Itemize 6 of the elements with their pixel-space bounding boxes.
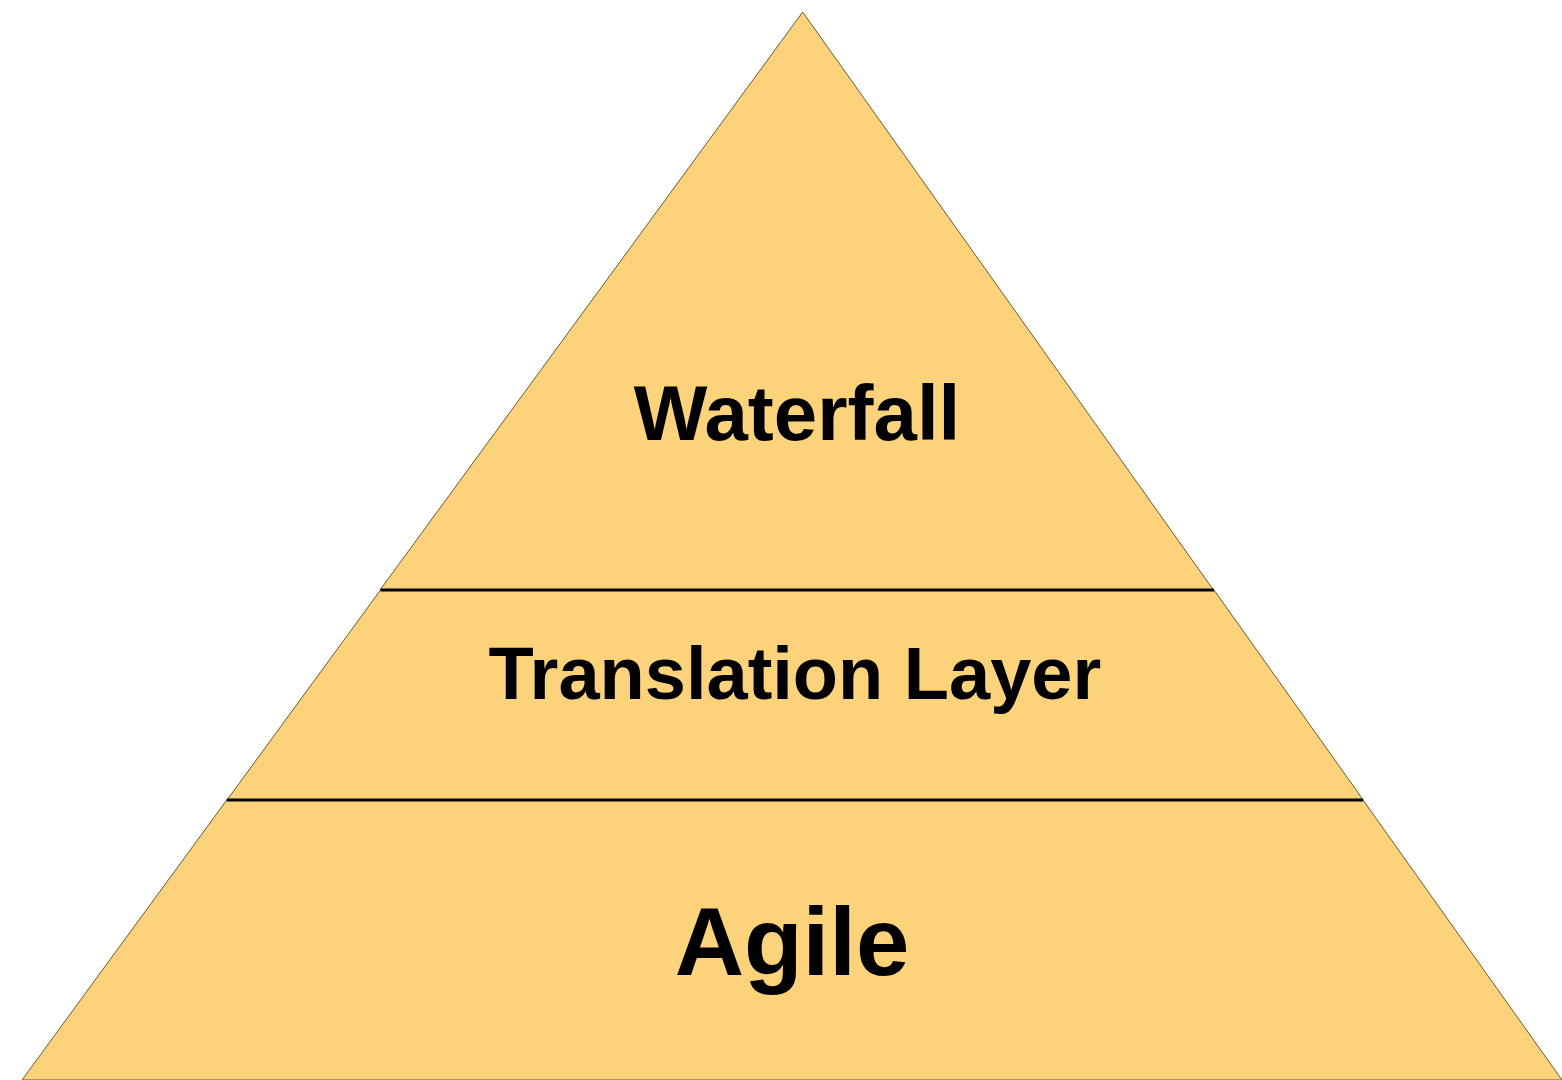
pyramid-tier — [380, 12, 1214, 590]
pyramid-tier — [226, 590, 1363, 800]
pyramid-tier — [22, 800, 1562, 1080]
tier-label: Waterfall — [633, 368, 961, 460]
tier-label: Translation Layer — [488, 630, 1102, 716]
tier-label: Agile — [674, 887, 910, 998]
